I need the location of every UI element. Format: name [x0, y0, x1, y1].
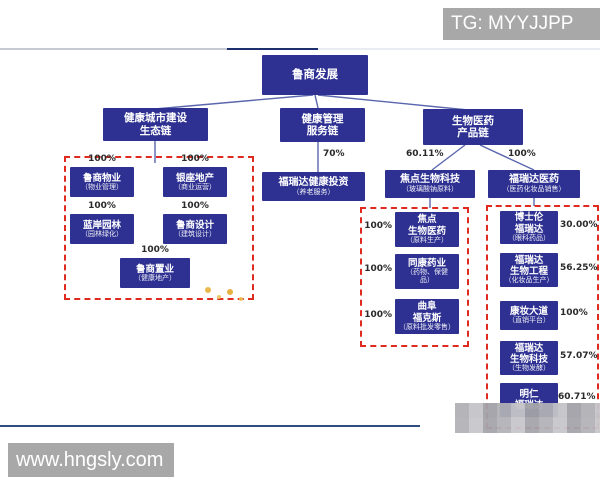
- node-title: 福瑞达医药: [509, 174, 559, 186]
- node-subtitle: （园林绿化）: [81, 229, 123, 238]
- node-title: 鲁商物业: [82, 172, 121, 184]
- node-subtitle: （医药化妆品销售）: [502, 185, 566, 194]
- pct-lushang-property: 100%: [88, 154, 116, 164]
- node-title: 银座地产: [175, 172, 214, 184]
- node-subtitle: （物业管理）: [81, 182, 123, 191]
- node-freda-bioengineering: 福瑞达 生物工程 （化妆品生产）: [500, 253, 558, 287]
- pixelated-censor-strip: [455, 403, 600, 433]
- node-healthy-city-chain: 健康城市建设 生态链: [103, 108, 208, 141]
- node-title: 福瑞达 生物科技: [509, 342, 548, 366]
- node-title: 曲阜 福克斯: [412, 301, 442, 324]
- paw-print-decoration: [205, 287, 211, 293]
- pct-yinzuo-realestate: 100%: [181, 154, 209, 164]
- bottom-divider-line: [0, 425, 420, 427]
- site-watermark-badge: www.hngsly.com: [8, 443, 174, 477]
- node-title: 鲁商设计: [175, 219, 214, 231]
- node-title: 健康城市建设 生态链: [124, 112, 187, 137]
- pct-lushang-design: 100%: [181, 201, 209, 211]
- node-focus-biotech: 焦点生物科技 （玻璃酸钠原料）: [385, 170, 475, 198]
- node-lanan-garden: 蓝岸园林 （园林绿化）: [70, 214, 134, 244]
- node-title: 鲁商置业: [135, 263, 174, 275]
- pct-focus-biotech: 60.11%: [406, 149, 444, 159]
- node-subtitle: （玻璃酸钠原料）: [402, 185, 458, 194]
- pct-lushang-zhiye: 100%: [141, 245, 169, 255]
- tg-watermark-badge: TG: MYYJJPP: [443, 8, 600, 40]
- node-subtitle: （直销平台）: [508, 316, 550, 325]
- node-title: 康妆大道: [509, 306, 548, 318]
- node-freda-health-investment: 福瑞达健康投资 （养老服务）: [262, 172, 365, 201]
- node-title: 博士伦 福瑞达: [514, 212, 544, 235]
- node-health-mgmt-chain: 健康管理 服务链: [280, 108, 365, 142]
- node-title: 焦点生物科技: [400, 174, 460, 186]
- node-tongkang-pharma: 同康药业 （药物、保健 品）: [395, 254, 459, 289]
- dashed-group-focus-bio: [360, 207, 469, 347]
- node-focus-biomed: 焦点 生物医药 （原料生产）: [395, 212, 459, 247]
- node-subtitle: （原料批发零售）: [399, 322, 455, 331]
- node-title: 蓝岸园林: [82, 219, 121, 231]
- pct-bausch-lomb-freda: 30.00%: [560, 220, 598, 230]
- node-bausch-lomb-freda: 博士伦 福瑞达 （眼科药品）: [500, 211, 558, 244]
- node-lushang-zhiye: 鲁商置业 （健康地产）: [120, 258, 190, 288]
- node-kangzhuang-avenue: 康妆大道 （直销平台）: [500, 301, 558, 330]
- node-freda-pharma: 福瑞达医药 （医药化妆品销售）: [488, 170, 580, 198]
- node-title: 福瑞达 生物工程: [509, 254, 548, 278]
- node-title: 同康药业: [407, 258, 446, 270]
- tg-watermark-text: TG: MYYJJPP: [451, 13, 574, 34]
- pct-kangzhuang-avenue: 100%: [560, 308, 588, 318]
- pct-focus-biomed: 100%: [364, 221, 392, 231]
- pct-qufu-fokesi: 100%: [364, 310, 392, 320]
- pct-lanan-garden: 100%: [88, 201, 116, 211]
- node-freda-biotech: 福瑞达 生物科技 （生物发酵）: [500, 341, 558, 375]
- node-qufu-fokesi: 曲阜 福克斯 （原料批发零售）: [395, 299, 459, 334]
- pct-health-mgmt: 70%: [323, 149, 345, 159]
- node-subtitle: （化妆品生产）: [504, 276, 554, 285]
- node-title: 生物医药 产品链: [452, 114, 494, 139]
- node-yinzuo-realestate: 银座地产 （商业运营）: [163, 167, 227, 197]
- dashed-group-healthy-city: [64, 156, 254, 300]
- top-divider-line: [0, 48, 600, 50]
- pct-freda-bioengineering: 56.25%: [560, 263, 598, 273]
- site-watermark-text: www.hngsly.com: [16, 448, 164, 471]
- node-title: 鲁商发展: [292, 67, 338, 82]
- node-subtitle: （养老服务）: [292, 187, 335, 196]
- node-title: 健康管理 服务链: [301, 112, 344, 137]
- pct-freda-biotech: 57.07%: [560, 351, 598, 361]
- node-subtitle: （药物、保健 品）: [406, 268, 448, 285]
- pct-tongkang-pharma: 100%: [364, 264, 392, 274]
- node-lushang-design: 鲁商设计 （建筑设计）: [163, 214, 227, 244]
- pct-freda-pharma: 100%: [508, 149, 536, 159]
- node-subtitle: （建筑设计）: [174, 229, 216, 238]
- node-title: 福瑞达健康投资: [278, 176, 349, 188]
- node-subtitle: （生物发酵）: [508, 364, 550, 373]
- node-biomedicine-chain: 生物医药 产品链: [423, 109, 523, 145]
- node-title: 焦点 生物医药: [407, 214, 446, 237]
- node-subtitle: （商业运营）: [174, 182, 216, 191]
- node-lushang-development: 鲁商发展: [262, 55, 368, 95]
- node-lushang-property: 鲁商物业 （物业管理）: [70, 167, 134, 197]
- node-subtitle: （健康地产）: [134, 273, 176, 282]
- pct-mingren-freda: 60.71%: [558, 392, 596, 402]
- node-subtitle: （眼科药品）: [508, 233, 550, 242]
- node-subtitle: （原料生产）: [406, 235, 448, 244]
